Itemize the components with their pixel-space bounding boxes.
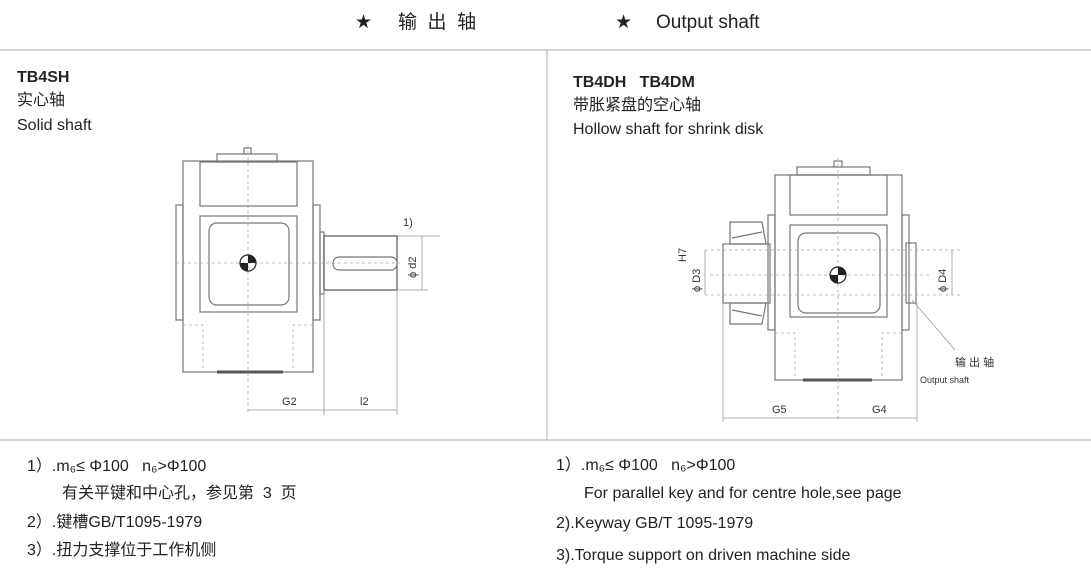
output-shaft-en-label: Output shaft bbox=[920, 375, 970, 385]
d3-label: ϕ D3 bbox=[691, 269, 703, 292]
h7-label: H7 bbox=[677, 248, 689, 262]
header-title-en: Output shaft bbox=[656, 12, 760, 33]
star-icon: ★ bbox=[615, 12, 633, 33]
note-cn-1: 1）.m₆≤ Φ100 n₆>Φ100 bbox=[27, 458, 207, 475]
note-en-1: 1）.m₆≤ Φ100 n₆>Φ100 bbox=[556, 457, 736, 474]
note-cn-3: 3）.扭力支撑位于工作机侧 bbox=[27, 542, 217, 559]
right-name-en: Hollow shaft for shrink disk bbox=[573, 121, 764, 138]
note-en-1b: For parallel key and for centre hole,see… bbox=[584, 485, 902, 502]
left-model: TB4SH bbox=[17, 69, 70, 86]
right-name-cn: 带胀紧盘的空心轴 bbox=[573, 97, 702, 114]
d2-label: ϕ d2 bbox=[407, 257, 419, 278]
g2-label: G2 bbox=[282, 396, 297, 408]
output-shaft-cn-label: 输 出 轴 bbox=[955, 355, 994, 369]
g5-label: G5 bbox=[772, 404, 787, 416]
hollow-shaft-drawing bbox=[704, 158, 960, 422]
solid-shaft-drawing bbox=[175, 145, 440, 415]
d4-label: ϕ D4 bbox=[937, 269, 949, 292]
note-en-3: 3).Torque support on driven machine side bbox=[556, 547, 851, 564]
right-model: TB4DH TB4DM bbox=[573, 74, 695, 91]
left-name-cn: 实心轴 bbox=[17, 92, 66, 109]
star-icon: ★ bbox=[355, 12, 373, 33]
frame-lines bbox=[0, 49, 1091, 441]
note-en-2: 2).Keyway GB/T 1095-1979 bbox=[556, 515, 754, 532]
l2-label: l2 bbox=[360, 396, 369, 408]
left-name-en: Solid shaft bbox=[17, 117, 92, 134]
g4-label: G4 bbox=[872, 404, 887, 416]
header-title-cn: 输 出 轴 bbox=[398, 12, 477, 33]
note-ref-label: 1) bbox=[403, 217, 413, 229]
note-cn-2: 2）.键槽GB/T1095-1979 bbox=[27, 514, 203, 531]
note-cn-1b: 有关平键和中心孔，参见第 3 页 bbox=[62, 485, 297, 502]
